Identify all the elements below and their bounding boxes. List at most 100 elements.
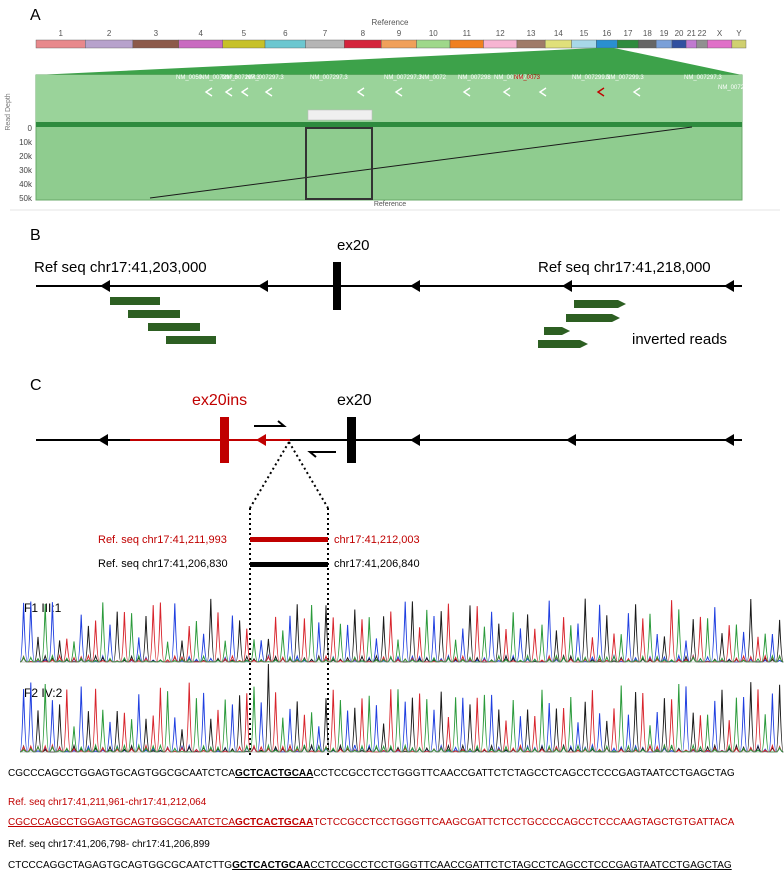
chromosome-8[interactable] bbox=[344, 39, 382, 49]
y-tick-label: 10k bbox=[19, 138, 33, 147]
ref-black-title: Ref. seq chr17:41,206,798- chr17:41,206,… bbox=[8, 839, 210, 850]
gene-arrow-icon bbox=[204, 87, 213, 97]
reference-label-bottom: Reference bbox=[374, 201, 406, 208]
gene-label: NM_0050 bbox=[176, 75, 203, 81]
reference-label-top: Reference bbox=[372, 18, 409, 27]
gene-arrow-icon bbox=[502, 87, 511, 97]
gene-arrow-icon bbox=[632, 87, 641, 97]
chromosome-label: 19 bbox=[660, 29, 669, 38]
gene-label: NM_007297.3 bbox=[222, 75, 260, 81]
gene-arrow-icon bbox=[394, 87, 403, 97]
chromosome-Y[interactable] bbox=[731, 39, 747, 49]
ref2-bar bbox=[250, 562, 328, 567]
chromosome-X[interactable] bbox=[707, 39, 733, 49]
trace1-label: F1 III:1 bbox=[24, 601, 62, 615]
chromosome-16[interactable] bbox=[596, 39, 618, 49]
trace-channel bbox=[19, 663, 784, 753]
gene-label: NM_007297.3 bbox=[684, 75, 722, 81]
chromosome-label: 21 bbox=[687, 29, 696, 38]
chromosome-label: 3 bbox=[154, 29, 159, 38]
chromosome-5[interactable] bbox=[222, 39, 266, 49]
trace-channel bbox=[19, 602, 784, 663]
ref2-left-label: Ref. seq chr17:41,206,830 bbox=[98, 558, 228, 570]
gene-label: NM_0073 bbox=[514, 75, 541, 81]
gene-annotations: NM_0050NM_007297.3NM_007297.3NM_007297.3… bbox=[176, 75, 756, 97]
primer-arrows bbox=[254, 420, 336, 458]
seq1-highlight: GCTCACTGCAA bbox=[235, 768, 313, 779]
chromosome-label: 16 bbox=[602, 29, 611, 38]
exon20-block-c bbox=[347, 417, 356, 463]
gene-label: NM_007297.3 bbox=[384, 75, 422, 81]
inverted-reads-label: inverted reads bbox=[632, 331, 727, 348]
chromosome-1[interactable] bbox=[35, 39, 86, 49]
exon-label-b: ex20 bbox=[337, 237, 370, 254]
gene-label: NM_007297.3 bbox=[200, 75, 238, 81]
chromosome-label: 5 bbox=[242, 29, 247, 38]
chromosome-13[interactable] bbox=[516, 39, 546, 49]
ex20ins-label: ex20ins bbox=[192, 392, 247, 409]
ex20ins-block bbox=[220, 417, 229, 463]
strand-arrows-b bbox=[100, 280, 734, 292]
chromosome-14[interactable] bbox=[544, 39, 572, 49]
chromosome-4[interactable] bbox=[178, 39, 223, 49]
chromosome-22[interactable] bbox=[696, 39, 708, 49]
exon20-block-b bbox=[333, 262, 341, 310]
chromosome-18[interactable] bbox=[638, 39, 657, 49]
y-tick-label: 20k bbox=[19, 152, 33, 161]
gene-label: NM_007299.3 bbox=[572, 75, 610, 81]
chromosome-3[interactable] bbox=[132, 39, 179, 49]
gene-arrow-icon bbox=[742, 87, 751, 97]
gene-arrow-icon bbox=[356, 87, 365, 97]
gene-arrow-icon bbox=[240, 87, 249, 97]
gene-label: NM_007298 bbox=[458, 75, 491, 81]
chromosome-ideogram bbox=[35, 39, 747, 49]
chromosome-label: 14 bbox=[554, 29, 563, 38]
gene-arrow-icon bbox=[462, 87, 471, 97]
chromosome-label: Y bbox=[736, 29, 742, 38]
trace-channel bbox=[19, 682, 784, 753]
gene-arrow-icon bbox=[264, 87, 273, 97]
chromosome-6[interactable] bbox=[264, 39, 306, 49]
trace-channel bbox=[19, 600, 784, 663]
chromatogram-trace-1 bbox=[19, 598, 784, 663]
chromosome-9[interactable] bbox=[381, 39, 417, 49]
chromosome-label: 15 bbox=[579, 29, 588, 38]
chromosome-11[interactable] bbox=[449, 39, 484, 49]
strand-arrows-c bbox=[98, 434, 734, 446]
chromosome-17[interactable] bbox=[617, 39, 639, 49]
gene-arrow-icon bbox=[596, 87, 605, 97]
ref1-left-label: Ref. seq chr17:41,211,993 bbox=[98, 534, 227, 546]
chromosome-label: 10 bbox=[429, 29, 438, 38]
gene-label: NM_0072 bbox=[420, 75, 447, 81]
chromosome-label: 17 bbox=[624, 29, 633, 38]
gene-label: NM_007297.3 bbox=[494, 75, 532, 81]
panel-a-letter: A bbox=[30, 7, 41, 24]
chromosome-2[interactable] bbox=[85, 39, 134, 49]
gene-arrow-icon bbox=[224, 87, 233, 97]
chromosome-label: 6 bbox=[283, 29, 288, 38]
chromosome-21[interactable] bbox=[685, 39, 697, 49]
trace-channel bbox=[19, 600, 784, 663]
chromosome-20[interactable] bbox=[671, 39, 687, 49]
ref2-right-label: chr17:41,206,840 bbox=[334, 558, 420, 570]
trace-channel bbox=[19, 598, 784, 663]
ref-red-title: Ref. seq chr17:41,211,961-chr17:41,212,0… bbox=[8, 797, 207, 808]
chromosome-label: 4 bbox=[199, 29, 204, 38]
ref1-right-label: chr17:41,212,003 bbox=[334, 534, 420, 546]
gene-track bbox=[36, 75, 742, 123]
chromosome-15[interactable] bbox=[571, 39, 597, 49]
reference-band bbox=[36, 122, 742, 127]
chromosome-10[interactable] bbox=[416, 39, 451, 49]
chromosome-label: 2 bbox=[107, 29, 112, 38]
region-highlight-box bbox=[305, 127, 373, 200]
sequence-line-3: CTCCCAGGCTAGAGTGCAGTGGCGCAATCTTGGCTCACTG… bbox=[8, 860, 732, 871]
chromosome-7[interactable] bbox=[305, 39, 345, 49]
chromatogram-trace-2 bbox=[19, 663, 784, 753]
y-tick-label: 0 bbox=[28, 124, 33, 133]
exon-label-c: ex20 bbox=[337, 392, 372, 409]
chromosome-19[interactable] bbox=[655, 39, 673, 49]
chromosome-12[interactable] bbox=[483, 39, 518, 49]
